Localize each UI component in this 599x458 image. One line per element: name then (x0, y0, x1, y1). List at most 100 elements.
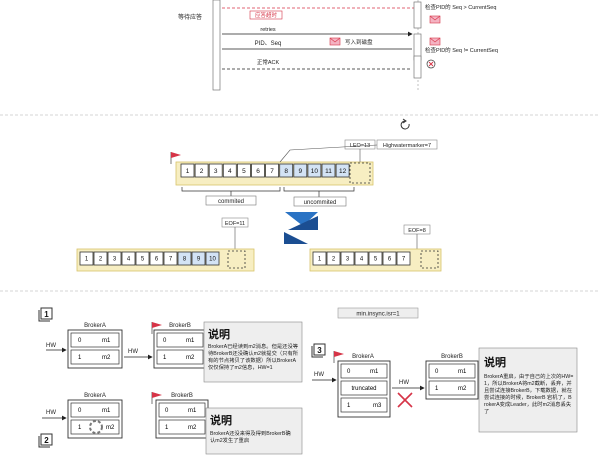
log-cell (149, 251, 164, 266)
step3-broker-b-row (428, 380, 476, 396)
log-cell (293, 163, 308, 178)
uncommitted-brace (283, 187, 355, 192)
step1-a-msg: m2 (102, 355, 111, 361)
activation-right-1 (413, 1, 422, 29)
timeout-label: 应答超时 (255, 11, 278, 19)
log-cell (321, 163, 336, 178)
timeout-box (249, 10, 283, 20)
log-cell (279, 163, 294, 178)
log-cell-label: 6 (155, 257, 159, 263)
log-cell (382, 251, 397, 266)
step1-number-badge: 1 (38, 307, 53, 322)
log-cell-label: 4 (127, 257, 131, 263)
cancel-icon (426, 59, 436, 69)
log-cell-label: 2 (99, 257, 103, 263)
log-cell (307, 163, 322, 178)
log-cell-label: 9 (298, 168, 302, 175)
step3-a-msg: m1 (370, 369, 379, 375)
step3-broker-b-row (428, 363, 476, 379)
step1-b-msg: m2 (186, 355, 195, 361)
log-cell (340, 251, 355, 266)
step2-a-msg: m1 (102, 408, 111, 414)
log-cell (194, 163, 209, 178)
step3-note-text: BrokerA重启，由于自己的上次的HW=1，所以BrokerA将m2截断，丢弃… (484, 372, 573, 415)
step3-broker-a-label: BrokerA (352, 354, 374, 360)
log-cell (326, 251, 341, 266)
log-cell-label: 2 (332, 257, 336, 263)
activation-right-3 (413, 55, 422, 79)
step1-broker-a-row (70, 349, 120, 365)
step1-a-offset: 1 (78, 355, 82, 361)
step3-leader-flag-icon (333, 351, 344, 363)
check-neq-label: 检查PID的 Seq != CurrentSeq (425, 46, 498, 54)
envelope-icon (329, 37, 341, 46)
log-cell (163, 251, 178, 266)
leader-log-next-slot (349, 162, 371, 184)
sequence-diagram: 等待应答 应答超时 retries PID、Seq 正常ACK 写入到磁盘 检查… (178, 0, 498, 91)
log-cell (208, 163, 223, 178)
step2-leader-flag-icon (151, 392, 162, 404)
log-cell (265, 163, 280, 178)
log-cell (335, 163, 350, 178)
log-cell (396, 251, 411, 266)
step1-hw-label-b: HW (128, 349, 138, 355)
step2-broker-a-row (70, 419, 120, 435)
log-cell-label: 9 (197, 257, 201, 263)
step3-broker-a-row (340, 397, 388, 413)
log-cell-label: 4 (228, 168, 232, 175)
min-isr-box (337, 307, 419, 319)
step2-number: 2 (44, 436, 49, 445)
step3-scenario: 3 HW BrokerA 0 m1 truncated 1 m3 HW Brok… (311, 343, 578, 433)
log-cell-label: 6 (256, 168, 260, 175)
step2-b-msg: m1 (188, 408, 197, 414)
log-cell (135, 251, 150, 266)
step3-note-title: 说明 (484, 355, 506, 369)
log-cell (236, 163, 251, 178)
log-cell-label: 3 (113, 257, 117, 263)
log-cell-label: 7 (169, 257, 173, 263)
log-cell (205, 251, 220, 266)
step2-a-offset: 0 (78, 408, 82, 414)
log-cell (79, 251, 94, 266)
step1-note-text: BrokerA已经读到m2消息。但是还没等待BrokerB还没确认m2就提交（只… (208, 342, 299, 371)
log-cell-label: 4 (360, 257, 364, 263)
step1-leader-flag-icon (151, 322, 162, 334)
hw-label: Highwatermarker=7 (383, 143, 431, 149)
step1-broker-b-row (156, 349, 204, 365)
step2-broker-a-row (70, 402, 120, 418)
log-cell (251, 163, 265, 178)
step1-broker-a-label: BrokerA (84, 323, 106, 329)
log-cell (180, 163, 195, 178)
log-cell (354, 251, 369, 266)
step3-hw-label-b: HW (399, 380, 409, 386)
log-cell-label: 1 (85, 257, 89, 263)
hw-box (376, 139, 438, 150)
hw-pointer (279, 144, 378, 163)
committed-brace (181, 187, 281, 192)
step1-broker-b-label: BrokerB (169, 323, 191, 329)
log-cell-label: 11 (325, 168, 332, 175)
step2-b-offset: 0 (165, 408, 169, 414)
committed-label: commited (218, 199, 244, 205)
step2-broker-b-row (158, 419, 206, 435)
step2-note-box (205, 407, 303, 455)
log-cell-label: 5 (374, 257, 378, 263)
step1-b-msg: m1 (186, 338, 195, 344)
step3-b-offset: 1 (435, 386, 439, 392)
step1-number: 1 (44, 310, 49, 319)
log-cell-label: 12 (339, 168, 347, 175)
log-cell (222, 163, 237, 178)
step3-a-msg: m3 (373, 403, 382, 409)
uncommitted-box (293, 196, 347, 207)
log-cell (107, 251, 122, 266)
log-cell-label: 3 (214, 168, 218, 175)
follower-b-next-slot (420, 250, 439, 269)
retries-label: retries (260, 27, 276, 33)
step3-note-box (478, 347, 578, 433)
step1-b-offset: 0 (163, 338, 167, 344)
refresh-icon (400, 118, 410, 130)
committed-box (205, 195, 257, 206)
brand-logo (284, 212, 318, 244)
